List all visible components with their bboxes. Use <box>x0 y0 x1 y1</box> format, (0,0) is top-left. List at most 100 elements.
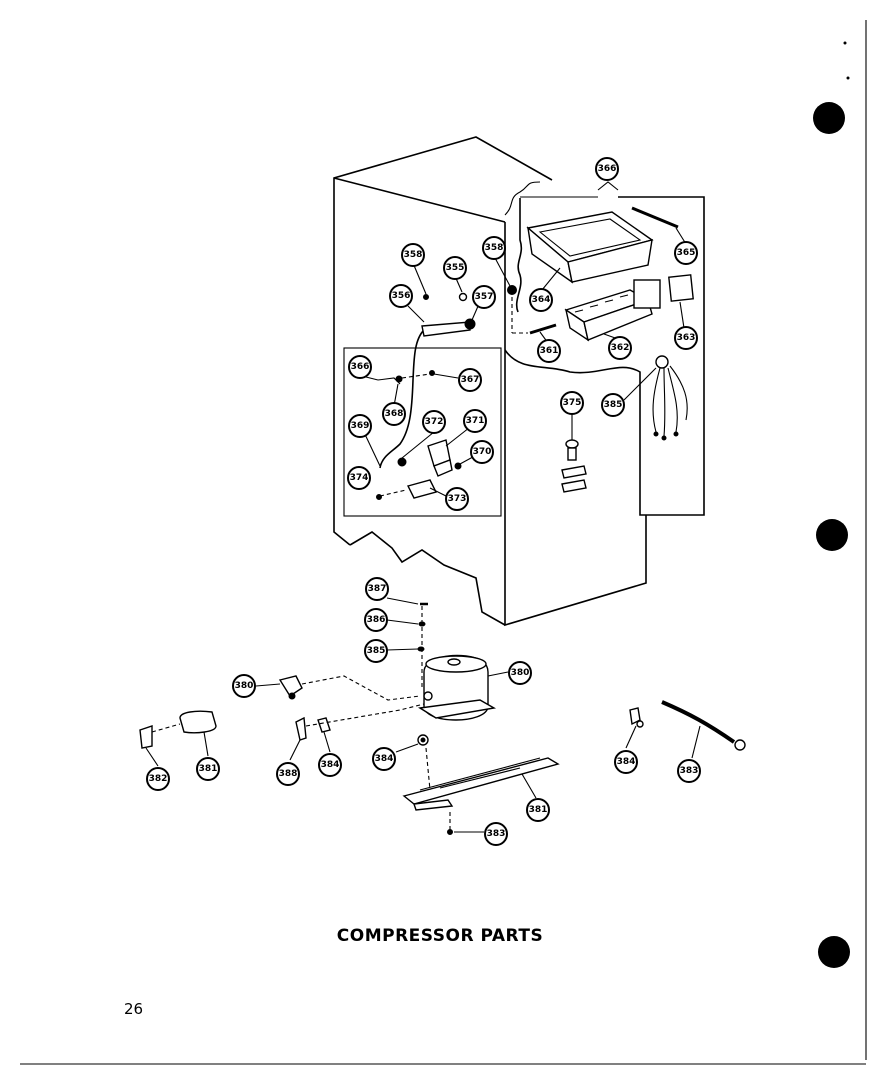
wire-harness <box>652 355 688 441</box>
ice-bin <box>526 211 654 284</box>
callout-361: 361 <box>537 339 561 363</box>
tray-rod <box>631 206 679 229</box>
callout-386: 386 <box>364 608 388 632</box>
svg-text:385: 385 <box>604 400 623 410</box>
callout-358-b: 358 <box>482 236 506 260</box>
callout-384-b: 384 <box>372 747 396 771</box>
svg-text:369: 369 <box>351 421 370 431</box>
thermostat-knob <box>561 439 587 493</box>
terminal-cover <box>139 710 217 749</box>
compressor-mount-hardware <box>417 602 429 746</box>
callout-356: 356 <box>389 284 413 308</box>
callout-388: 388 <box>276 762 300 786</box>
callout-370: 370 <box>470 440 494 464</box>
callout-365-right: 365 <box>674 241 698 265</box>
callout-366-top: 366 <box>595 157 619 181</box>
svg-text:362: 362 <box>611 343 630 353</box>
callout-381-left: 381 <box>196 757 220 781</box>
callout-383-bottom: 383 <box>484 822 508 846</box>
svg-text:373: 373 <box>448 494 467 504</box>
callout-384-a: 384 <box>318 753 342 777</box>
svg-text:386: 386 <box>367 615 386 625</box>
svg-text:380: 380 <box>235 681 254 691</box>
svg-text:384: 384 <box>617 757 636 767</box>
svg-text:383: 383 <box>680 766 699 776</box>
callout-383-right: 383 <box>677 759 701 783</box>
svg-text:363: 363 <box>677 333 696 343</box>
svg-text:384: 384 <box>321 760 340 770</box>
svg-text:380: 380 <box>511 668 530 678</box>
speck-mark <box>846 76 850 80</box>
callout-385-harness: 385 <box>601 393 625 417</box>
callout-355: 355 <box>443 256 467 280</box>
svg-text:357: 357 <box>475 292 494 302</box>
svg-text:374: 374 <box>350 473 369 483</box>
binder-hole-middle <box>816 519 848 551</box>
evaporator-outline <box>504 181 705 516</box>
callout-381-base: 381 <box>526 798 550 822</box>
svg-text:368: 368 <box>385 409 404 419</box>
callout-367: 367 <box>458 368 482 392</box>
fill-tube-assembly <box>379 292 476 469</box>
compressor-base <box>402 747 560 835</box>
callout-380-left: 380 <box>232 674 256 698</box>
leader-lines <box>145 227 701 833</box>
svg-text:364: 364 <box>532 295 551 305</box>
insulation-pad <box>668 274 694 302</box>
callout-387: 387 <box>365 577 389 601</box>
svg-text:375: 375 <box>563 398 582 408</box>
callout-363-right: 363 <box>674 326 698 350</box>
svg-text:358: 358 <box>404 250 423 260</box>
svg-text:385: 385 <box>367 646 386 656</box>
svg-text:356: 356 <box>392 291 411 301</box>
binder-hole-top <box>813 102 845 134</box>
callout-385-grommet: 385 <box>364 639 388 663</box>
callout-371: 371 <box>463 409 487 433</box>
svg-text:372: 372 <box>425 417 444 427</box>
callout-357: 357 <box>472 285 496 309</box>
svg-text:383: 383 <box>487 829 506 839</box>
speck-mark <box>843 41 847 45</box>
fill-tube <box>507 285 557 335</box>
svg-text:387: 387 <box>368 584 387 594</box>
callout-374: 374 <box>347 466 371 490</box>
drain-tube <box>629 700 746 751</box>
svg-text:381: 381 <box>199 764 218 774</box>
callout-382: 382 <box>146 767 170 791</box>
callout-366-left: 366 <box>348 355 372 379</box>
svg-text:381: 381 <box>529 805 548 815</box>
svg-text:384: 384 <box>375 754 394 764</box>
svg-text:361: 361 <box>540 346 559 356</box>
ice-maker <box>564 279 661 342</box>
relay-assembly <box>278 675 425 741</box>
svg-text:370: 370 <box>473 447 492 457</box>
svg-text:367: 367 <box>461 375 480 385</box>
control-components <box>376 370 462 500</box>
svg-text:355: 355 <box>446 263 465 273</box>
callout-373: 373 <box>445 487 469 511</box>
callout-372: 372 <box>422 410 446 434</box>
page-title: COMPRESSOR PARTS <box>336 926 544 946</box>
page-number: 26 <box>124 1000 144 1018</box>
callout-384-right: 384 <box>614 750 638 774</box>
control-subassembly-box <box>343 347 502 517</box>
callout-358-a: 358 <box>401 243 425 267</box>
svg-text:366: 366 <box>351 362 370 372</box>
svg-text:371: 371 <box>466 416 485 426</box>
callout-369: 369 <box>348 414 372 438</box>
callout-375: 375 <box>560 391 584 415</box>
callout-362: 362 <box>608 336 632 360</box>
compressor <box>417 654 497 721</box>
callout-368: 368 <box>382 402 406 426</box>
svg-text:358: 358 <box>485 243 504 253</box>
svg-text:388: 388 <box>279 769 298 779</box>
callout-380-compressor: 380 <box>508 661 532 685</box>
svg-text:366: 366 <box>598 164 617 174</box>
svg-text:365: 365 <box>677 248 696 258</box>
callout-364: 364 <box>529 288 553 312</box>
cabinet-outline <box>333 136 647 627</box>
binder-hole-bottom <box>818 936 850 968</box>
svg-text:382: 382 <box>149 774 168 784</box>
